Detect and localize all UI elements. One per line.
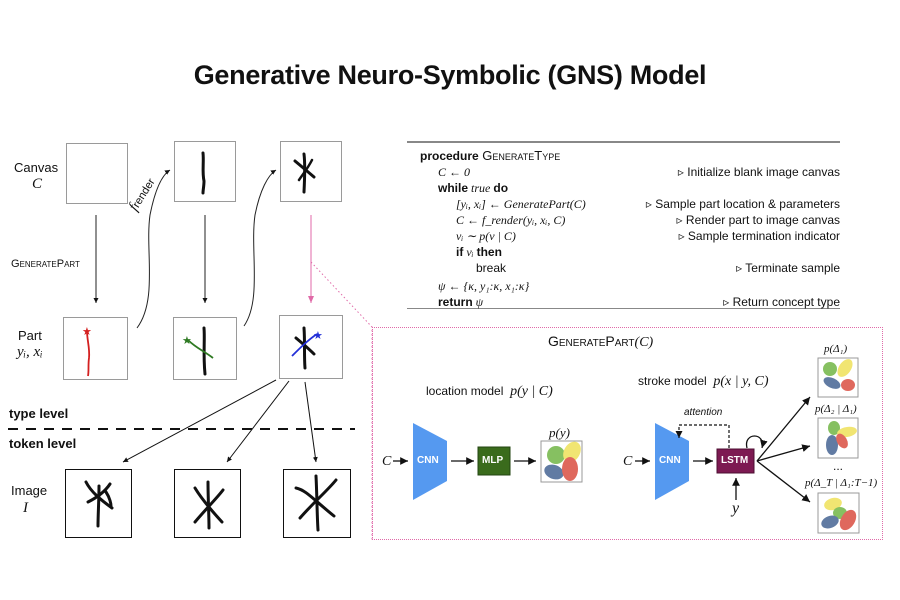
algo-line-if: if vᵢ then: [456, 245, 502, 259]
character-drawing: [193, 480, 225, 530]
algo-comment-return: ▹ Return concept type: [723, 295, 840, 309]
stroke-drawing: ★: [182, 326, 214, 376]
arrow-to-image-1: [122, 379, 277, 463]
part-step-2: ★: [173, 317, 237, 380]
image-symbol: I: [23, 500, 28, 516]
part-symbol: yᵢ, xᵢ: [17, 344, 43, 360]
ellipsis-label: ...: [833, 459, 844, 473]
algo-comment-termination: ▹ Sample termination indicator: [678, 229, 840, 243]
character-drawing: [84, 480, 114, 528]
mlp-block: [477, 446, 511, 476]
py-gaussians: [544, 441, 581, 481]
stroke-drawing: ★: [291, 326, 323, 370]
algo-comment-generate-part: ▹ Sample part location & parameters: [645, 197, 840, 211]
canvas-step-1: [174, 141, 236, 202]
image-token-3: [283, 469, 351, 538]
generate-part-label: GeneratePart: [11, 258, 80, 270]
algo-line-init: C ← 0: [438, 165, 471, 179]
arrow-lstm-to-delta1: [756, 396, 811, 462]
lstm-label: LSTM: [721, 455, 749, 466]
stroke-drawing: [201, 151, 206, 195]
stroke-model-label: stroke model p(x | y, C): [638, 374, 769, 389]
py-label: p(y): [549, 425, 570, 440]
part-step-1: ★: [63, 317, 128, 380]
algo-line-procedure: procedure GenerateType: [420, 148, 561, 163]
image-label: Image: [11, 483, 48, 498]
arrow-lstm-to-delta2: [756, 444, 811, 462]
stroke-drawing: ★: [82, 326, 92, 377]
algorithm-top-rule: [407, 141, 840, 143]
generate-part-panel: [372, 327, 883, 540]
algo-comment-render: ▹ Render part to image canvas: [676, 213, 840, 227]
start-star-icon: ★: [182, 335, 192, 347]
token-level-label: token level: [9, 436, 77, 451]
canvas-symbol: C: [32, 176, 43, 192]
stroke-y-symbol: y: [732, 500, 740, 517]
canvas-step-2: [280, 141, 342, 202]
cnn-stroke-label: CNN: [659, 455, 681, 466]
canvas-label: Canvas: [14, 160, 59, 175]
render-curve-1: [136, 169, 171, 329]
canvas-blank: [66, 143, 128, 204]
cnn-stroke-block: [655, 423, 689, 500]
figure-title: Generative Neuro-Symbolic (GNS) Model: [193, 60, 707, 90]
algo-line-psi: ψ ← {κ, y₁:κ, x₁:κ}: [438, 279, 530, 293]
delta1-label: p(Δ₁): [824, 343, 848, 355]
start-star-icon: ★: [82, 326, 92, 338]
algo-line-break: break: [476, 261, 507, 275]
algo-line-termination: vᵢ ∼ p(v | C): [456, 229, 516, 243]
lstm-recurrent-loop: [746, 435, 768, 449]
arrow-lstm-to-deltaT: [756, 460, 811, 503]
start-star-icon: ★: [313, 330, 323, 342]
algo-line-render: C ← f_render(yᵢ, xᵢ, C): [456, 213, 566, 227]
location-input-symbol: C: [382, 454, 392, 469]
arrow-to-image-3: [304, 381, 318, 463]
location-model-label: location model p(y | C): [426, 384, 553, 399]
cnn-location-block: [413, 423, 447, 500]
stroke-input-symbol: C: [623, 454, 633, 469]
part-label: Part: [18, 328, 42, 343]
algo-line-generate-part: [yᵢ, xᵢ] ← GeneratePart(C): [456, 197, 586, 211]
lstm-block: [716, 448, 755, 474]
stroke-drawing: [293, 152, 316, 194]
generate-part-title: GeneratePart(C): [548, 333, 654, 350]
cnn-location-label: CNN: [417, 455, 439, 466]
delta2-label: p(Δ₂ | Δ₁): [815, 403, 857, 415]
algo-comment-break: ▹ Terminate sample: [736, 261, 840, 275]
algo-line-return: return ψ: [438, 295, 484, 309]
render-curve-2: [243, 169, 277, 327]
algorithm-generate-type: procedure GenerateType C ← 0 ▹ Initializ…: [420, 148, 840, 309]
image-token-1: [65, 469, 132, 538]
part-step-3: ★: [279, 315, 343, 379]
image-token-2: [174, 469, 241, 538]
attention-arrow: [675, 424, 730, 448]
mlp-label: MLP: [482, 455, 504, 466]
arrow-to-image-2: [226, 380, 290, 463]
character-drawing: [294, 474, 338, 532]
algorithm-bottom-rule: [407, 308, 840, 309]
deltaT-label: p(Δ_T | Δ₁:T−1): [805, 477, 878, 489]
algo-line-while: while true do: [438, 181, 509, 195]
attention-label: attention: [684, 407, 723, 418]
type-level-label: type level: [9, 406, 69, 421]
algo-comment-init: ▹ Initialize blank image canvas: [677, 165, 840, 179]
